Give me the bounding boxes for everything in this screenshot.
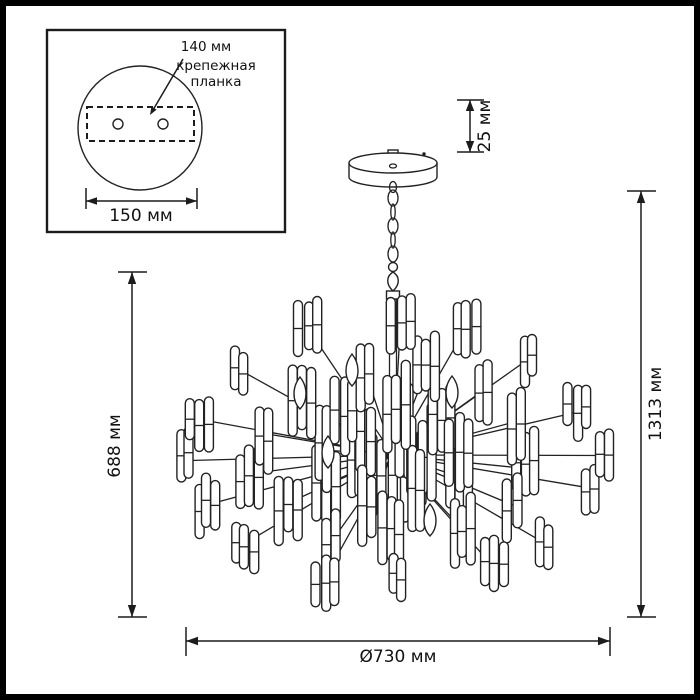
arrow-left (186, 636, 198, 646)
chain-link (387, 217, 399, 235)
label-140mm: 140 мм (181, 39, 231, 55)
chain-connector (387, 261, 399, 273)
arrow-right (186, 197, 197, 205)
dim-diameter: Ø730 мм (185, 627, 611, 667)
label-bracket-1: крепежная (176, 58, 256, 74)
canopy-top (348, 152, 438, 174)
label-1313mm: 1313 мм (646, 367, 666, 441)
ceiling-plate-circle (77, 65, 203, 191)
chain-link (387, 189, 399, 207)
mount-hole-left (112, 118, 124, 130)
arrow-up (636, 191, 646, 203)
arrow-up (465, 100, 475, 111)
chandelier (176, 149, 615, 612)
arrow-down (127, 605, 137, 617)
hook-link (388, 180, 398, 194)
canopy-hole (388, 163, 398, 169)
dim-body-height: 688 мм (105, 271, 147, 618)
candle-bulb (423, 502, 437, 537)
canopy-screw (422, 152, 426, 156)
candle-bulb (293, 375, 307, 410)
mount-detail-inset: 140 мм крепежная планка 150 мм (45, 28, 287, 234)
mount-bracket-dashed (86, 106, 195, 142)
candle-bulb (445, 374, 459, 409)
chain-link (390, 231, 396, 249)
chain-link (390, 203, 396, 221)
arrow-down (465, 141, 475, 152)
tube-burst (176, 293, 615, 612)
label-bracket-2: планка (191, 74, 242, 90)
label-688mm: 688 мм (105, 414, 125, 478)
arrow-down (636, 605, 646, 617)
dim-total-height: 1313 мм (627, 190, 666, 618)
label-150mm: 150 мм (109, 206, 173, 226)
candle-bulb (321, 434, 335, 469)
dim-canopy-height: 25 мм (457, 99, 495, 153)
arrow-up (127, 272, 137, 284)
candle-bulb (345, 352, 359, 387)
leader-arrow (150, 106, 157, 115)
mount-hole-right (157, 118, 169, 130)
label-25mm: 25 мм (475, 100, 495, 153)
arrow-left (86, 197, 97, 205)
leader-line (152, 58, 184, 111)
arrow-right (598, 636, 610, 646)
label-730mm: Ø730 мм (360, 647, 437, 667)
